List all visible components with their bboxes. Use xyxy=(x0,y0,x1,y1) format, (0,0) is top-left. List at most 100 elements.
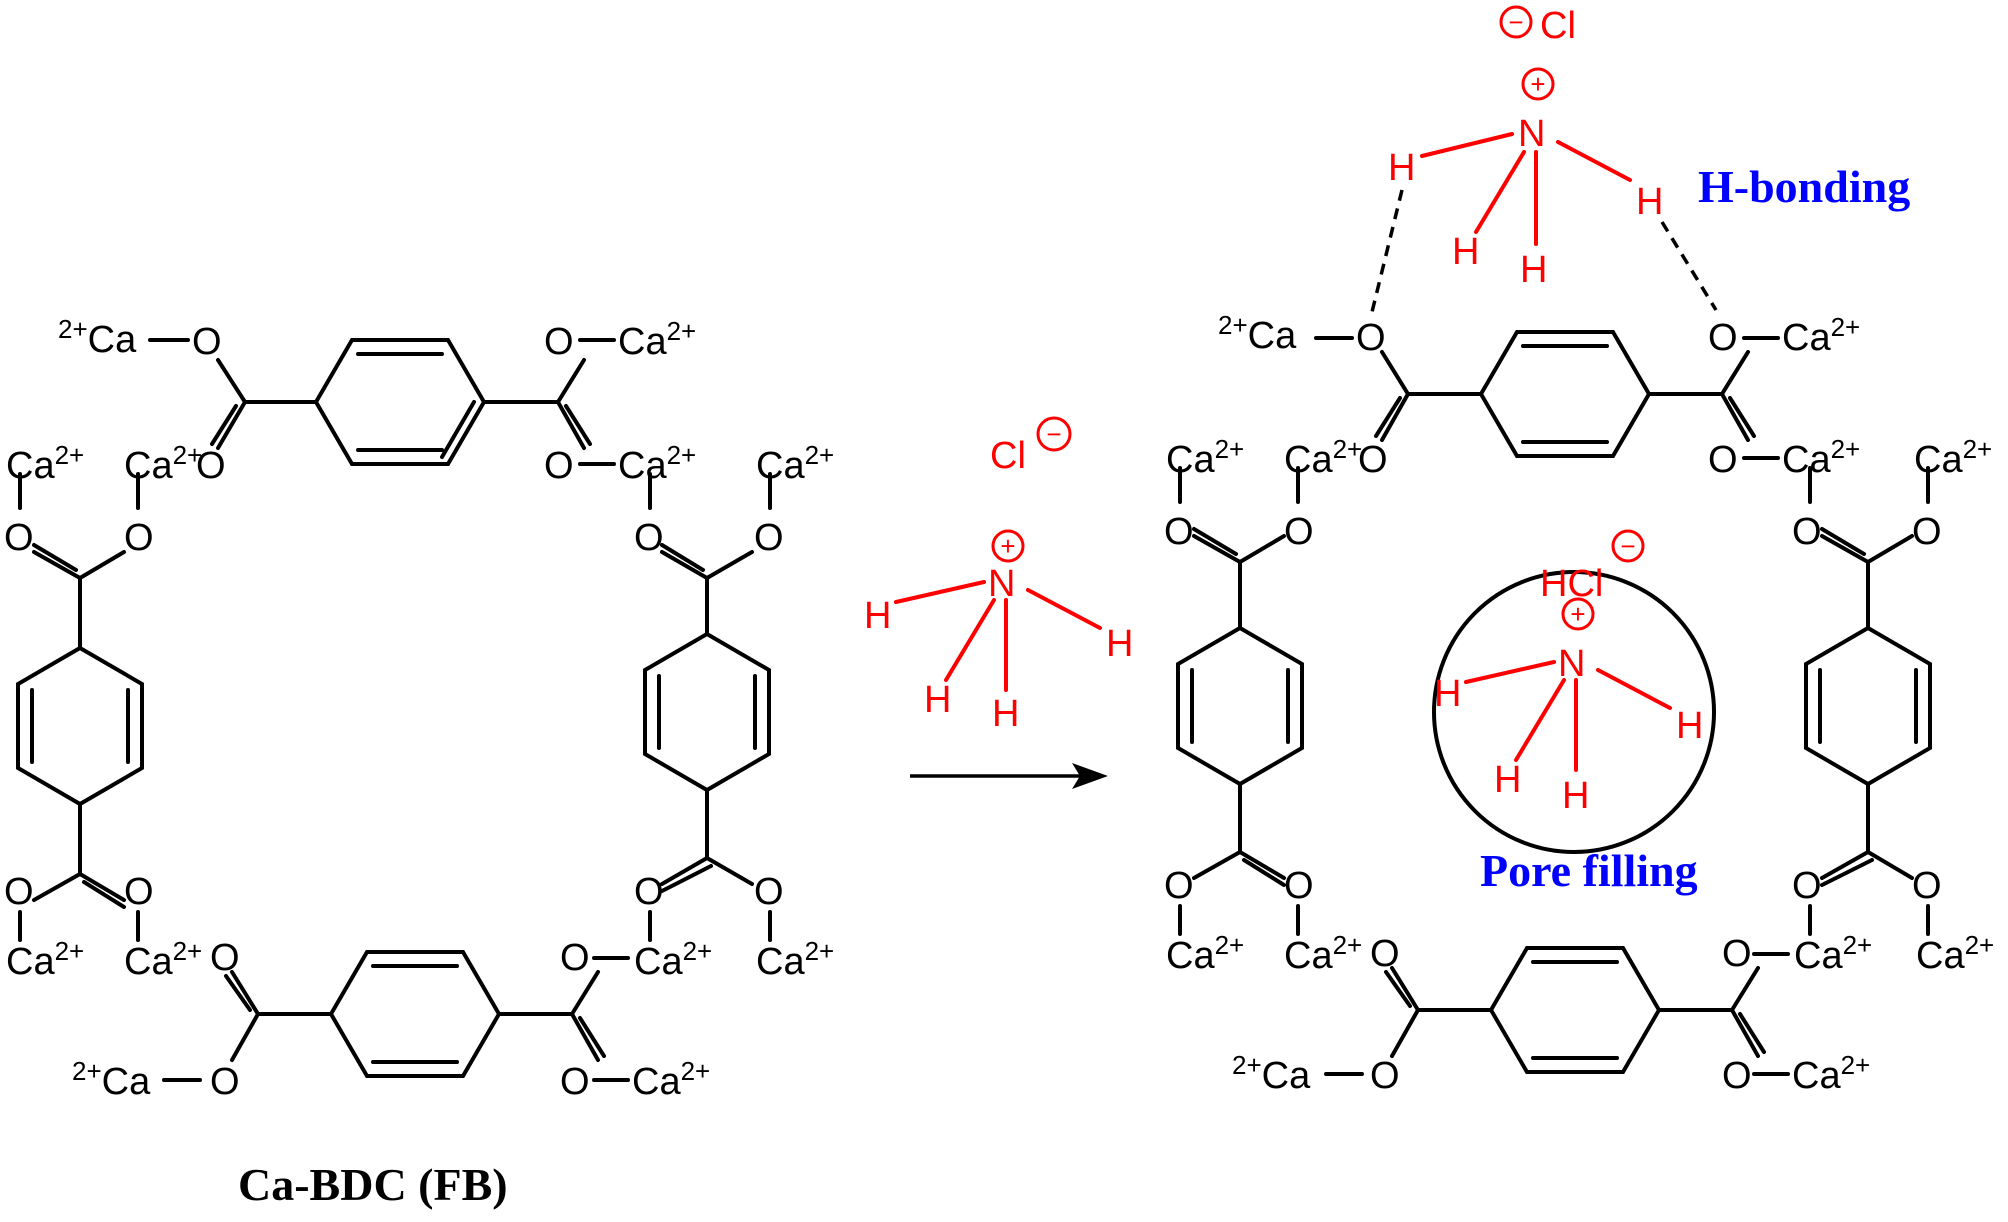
svg-text:O: O xyxy=(124,517,154,559)
svg-text:+: + xyxy=(1000,531,1015,561)
svg-text:O: O xyxy=(754,517,784,559)
svg-text:Ca2+: Ca2+ xyxy=(1166,930,1244,977)
svg-text:2+Ca: 2+Ca xyxy=(1218,310,1297,357)
svg-text:O: O xyxy=(1708,439,1738,481)
svg-text:Ca2+: Ca2+ xyxy=(1792,1050,1870,1097)
svg-text:O: O xyxy=(1358,439,1388,481)
left-top-linker xyxy=(210,338,592,466)
svg-text:O: O xyxy=(1356,317,1386,359)
svg-text:O: O xyxy=(4,871,34,913)
svg-text:O: O xyxy=(1722,933,1752,975)
svg-text:O: O xyxy=(544,445,574,487)
svg-text:Ca2+: Ca2+ xyxy=(618,316,696,363)
svg-text:O: O xyxy=(1370,1055,1400,1097)
svg-text:H: H xyxy=(924,679,951,721)
ammonium-chloride-reagent: Cl − + N H H H H xyxy=(864,416,1133,735)
svg-text:O: O xyxy=(560,937,590,979)
svg-text:H: H xyxy=(1520,249,1547,291)
svg-text:Ca2+: Ca2+ xyxy=(634,936,712,983)
svg-text:O: O xyxy=(544,321,574,363)
svg-text:H: H xyxy=(1106,623,1133,665)
svg-text:O: O xyxy=(1792,865,1822,907)
svg-text:Ca2+: Ca2+ xyxy=(618,440,696,487)
svg-text:O: O xyxy=(1792,511,1822,553)
svg-text:Cl: Cl xyxy=(1540,5,1576,47)
svg-text:H: H xyxy=(1388,147,1415,189)
svg-text:O: O xyxy=(1708,317,1738,359)
svg-text:H: H xyxy=(1494,759,1521,801)
right-right-linker xyxy=(1804,527,1932,887)
svg-text:Cl: Cl xyxy=(990,435,1026,477)
right-bottom-linker xyxy=(1384,946,1766,1074)
pore-filling-label: Pore filling xyxy=(1480,845,1698,896)
svg-text:Ca2+: Ca2+ xyxy=(124,440,202,487)
svg-text:Ca2+: Ca2+ xyxy=(6,936,84,983)
svg-text:O: O xyxy=(634,871,664,913)
h-bonding-label: H-bonding xyxy=(1698,161,1910,212)
left-atom-labels: 2+Ca O O Ca2+ O O Ca2+ Ca2+ Ca2+ Ca2+ O … xyxy=(4,314,834,1103)
svg-text:O: O xyxy=(124,871,154,913)
svg-text:2+Ca: 2+Ca xyxy=(72,1056,151,1103)
right-ca-bonds xyxy=(1178,336,1930,1076)
left-framework-caption: Ca-BDC (FB) xyxy=(238,1159,508,1210)
pore-circle xyxy=(1432,570,1716,854)
svg-text:N: N xyxy=(1558,643,1585,685)
svg-text:2+Ca: 2+Ca xyxy=(1232,1050,1311,1097)
svg-text:Ca2+: Ca2+ xyxy=(1166,434,1244,481)
svg-text:O: O xyxy=(1912,865,1942,907)
left-right-linker xyxy=(643,543,771,893)
svg-text:Ca2+: Ca2+ xyxy=(756,440,834,487)
svg-text:Ca2+: Ca2+ xyxy=(1782,434,1860,481)
svg-text:H: H xyxy=(1562,775,1589,817)
svg-text:Ca2+: Ca2+ xyxy=(1284,930,1362,977)
svg-text:O: O xyxy=(1164,511,1194,553)
svg-text:O: O xyxy=(192,321,222,363)
left-left-linker xyxy=(16,543,144,909)
svg-text:O: O xyxy=(1164,865,1194,907)
svg-text:Ca2+: Ca2+ xyxy=(756,936,834,983)
left-bottom-linker xyxy=(224,950,606,1078)
svg-text:−: − xyxy=(1508,7,1523,37)
svg-text:O: O xyxy=(1912,511,1942,553)
svg-text:O: O xyxy=(634,517,664,559)
svg-text:Ca2+: Ca2+ xyxy=(6,440,84,487)
svg-text:O: O xyxy=(4,517,34,559)
right-top-linker xyxy=(1374,330,1756,458)
svg-text:O: O xyxy=(210,1061,240,1103)
right-atom-labels: 2+Ca O O Ca2+ O O Ca2+ Ca2+ Ca2+ Ca2+ O … xyxy=(1164,310,1994,1097)
right-left-linker xyxy=(1176,527,1304,887)
svg-text:−: − xyxy=(1620,531,1635,561)
svg-text:Ca2+: Ca2+ xyxy=(1284,434,1362,481)
svg-text:−: − xyxy=(1046,419,1061,449)
left-framework: 2+Ca O O Ca2+ O O Ca2+ Ca2+ Ca2+ Ca2+ O … xyxy=(4,314,834,1210)
pore-ammonium: HCl − + N H H H H xyxy=(1432,529,1716,854)
svg-text:N: N xyxy=(1518,113,1545,155)
svg-text:O: O xyxy=(210,937,240,979)
svg-text:Ca2+: Ca2+ xyxy=(124,936,202,983)
svg-text:Ca2+: Ca2+ xyxy=(1914,434,1992,481)
svg-text:O: O xyxy=(1722,1055,1752,1097)
svg-text:O: O xyxy=(1284,511,1314,553)
right-framework: 2+Ca O O Ca2+ O O Ca2+ Ca2+ Ca2+ Ca2+ O … xyxy=(1164,5,1994,1097)
svg-text:H: H xyxy=(1636,181,1663,223)
svg-text:Ca2+: Ca2+ xyxy=(1782,312,1860,359)
svg-text:O: O xyxy=(1284,865,1314,907)
svg-text:H: H xyxy=(1434,673,1461,715)
svg-text:H: H xyxy=(1452,231,1479,273)
svg-text:Ca2+: Ca2+ xyxy=(632,1056,710,1103)
left-ca-bonds xyxy=(18,338,772,1082)
hbonded-ammonium: − Cl + N H H H H xyxy=(1370,5,1718,313)
svg-text:N: N xyxy=(988,563,1015,605)
svg-text:HCl: HCl xyxy=(1540,563,1603,605)
svg-text:Ca2+: Ca2+ xyxy=(1794,930,1872,977)
svg-text:O: O xyxy=(754,871,784,913)
reaction-arrow xyxy=(910,763,1108,789)
svg-text:H: H xyxy=(864,595,891,637)
svg-text:+: + xyxy=(1530,69,1545,99)
svg-text:H: H xyxy=(1676,705,1703,747)
svg-text:2+Ca: 2+Ca xyxy=(58,314,137,361)
svg-text:O: O xyxy=(196,445,226,487)
svg-text:Ca2+: Ca2+ xyxy=(1916,930,1994,977)
svg-text:H: H xyxy=(992,693,1019,735)
